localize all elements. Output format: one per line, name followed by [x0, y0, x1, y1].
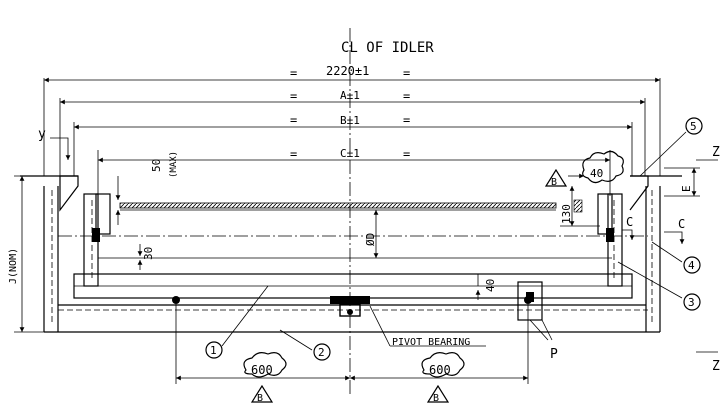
dim-c-label: C±1	[340, 147, 360, 160]
dim-b: = B±1 =	[73, 113, 633, 176]
callout-3: 3	[617, 261, 701, 311]
triangle-b	[544, 168, 568, 187]
callout-1: 1	[205, 285, 269, 359]
eq-sign: =	[290, 89, 297, 103]
dim-30: 30	[137, 244, 155, 270]
triangle-b	[426, 384, 450, 403]
dim-a-label: A±1	[340, 89, 360, 102]
callout-4-label: 4	[688, 259, 695, 272]
dim-od: ØD	[364, 210, 379, 258]
letter-c-inner: C	[626, 215, 633, 229]
dim-40-label: 40	[484, 279, 497, 292]
dim-600-left: 600 B	[175, 304, 350, 404]
drawing-title: CL OF IDLER	[341, 40, 434, 56]
letter-c-right: C	[678, 217, 685, 231]
section-c-right: C	[664, 217, 685, 244]
eq-sign: =	[290, 113, 297, 127]
letter-b: B	[257, 393, 263, 404]
pivot-bearing-label: PIVOT BEARING	[392, 337, 470, 348]
dim-600-left-label: 600	[251, 363, 273, 377]
callout-3-label: 3	[688, 296, 695, 309]
pivot-bearing: PIVOT BEARING	[330, 296, 486, 348]
dim-j-label: J(NOM)	[8, 248, 19, 284]
dim-130-label: 130	[560, 204, 573, 224]
dim-130: 130	[560, 186, 600, 227]
callout-2: 2	[279, 329, 331, 361]
section-z-bottom: Z	[696, 351, 720, 374]
dim-b-label: B±1	[340, 114, 360, 127]
dim-od-label: ØD	[364, 233, 377, 246]
bolt-left	[172, 296, 180, 304]
roller-belt	[119, 202, 557, 209]
dim-overall: = 2220±1 =	[43, 64, 661, 176]
letter-b: B	[433, 393, 439, 404]
cloud-40-label: 40	[590, 167, 603, 180]
dim-a: = A±1 =	[59, 89, 646, 176]
callout-5-label: 5	[690, 120, 697, 133]
eq-sign: =	[290, 147, 297, 161]
callout-1-label: 1	[210, 344, 217, 357]
letter-z-bottom: Z	[712, 359, 720, 374]
callout-4: 4	[651, 241, 701, 274]
outer-frame	[20, 175, 682, 333]
eq-sign: =	[290, 66, 297, 80]
plate-bolt	[526, 292, 534, 302]
dim-30-label: 30	[142, 247, 155, 260]
callout-2-label: 2	[318, 346, 325, 359]
eq-sign: =	[403, 147, 410, 161]
dim-c: = C±1 =	[97, 147, 611, 196]
dim-e-label: E	[680, 185, 693, 192]
eq-sign: =	[403, 113, 410, 127]
dim-600-right: 600 B	[350, 304, 529, 404]
dim-e: E	[664, 167, 700, 197]
dim-j: J(NOM)	[8, 175, 44, 333]
eq-sign: =	[403, 66, 410, 80]
dim-50-max: 50 (MAX)	[115, 151, 179, 225]
dim-overall-label: 2220±1	[326, 64, 369, 78]
dim-600-right-label: 600	[429, 363, 451, 377]
letter-z-top: Z	[712, 145, 720, 160]
letter-p: P	[550, 347, 558, 362]
dim-max-note: (MAX)	[169, 151, 179, 178]
dim-40: 40	[475, 274, 497, 300]
right-bearing	[606, 228, 614, 242]
triangle-b	[250, 384, 274, 403]
section-c-inner: C	[622, 215, 635, 240]
letter-b: B	[551, 177, 557, 188]
y-arrow	[50, 137, 71, 160]
left-bearing	[92, 228, 100, 242]
revision-40: 40 B	[544, 150, 624, 188]
dim-50-label: 50	[150, 159, 163, 172]
eq-sign: =	[403, 89, 410, 103]
callout-5: 5	[639, 117, 703, 177]
section-z-top: Z	[696, 145, 720, 161]
letter-y: y	[38, 127, 46, 142]
